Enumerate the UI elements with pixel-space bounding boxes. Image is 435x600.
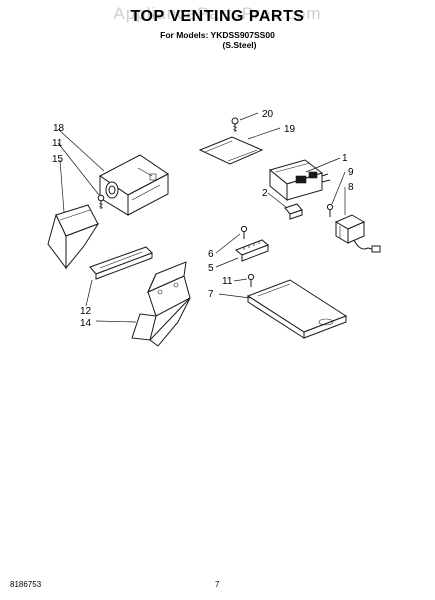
part-7-vent-channel <box>246 279 348 339</box>
part-12-strip <box>89 246 153 280</box>
part-11-screw-lower <box>247 273 255 287</box>
part-18-housing <box>99 154 169 216</box>
callout-1: 1 <box>342 153 348 164</box>
part-8-transformer <box>334 214 381 253</box>
leader-lines <box>57 112 346 323</box>
callout-6: 6 <box>208 249 214 260</box>
part-2-switch <box>284 203 303 220</box>
page-number: 7 <box>215 580 220 589</box>
callout-11-lower: 11 <box>222 276 233 287</box>
part-1-blower-assembly <box>268 159 331 202</box>
finish-line: (S.Steel) <box>222 40 257 50</box>
part-15-duct <box>47 204 100 270</box>
callout-11-upper: 11 <box>52 138 63 149</box>
callout-12: 12 <box>80 306 92 317</box>
part-19-cover-plate <box>198 136 264 165</box>
part-11-screw-upper <box>97 194 105 209</box>
callout-20: 20 <box>262 109 274 120</box>
callout-7: 7 <box>208 289 214 300</box>
callout-labels: 20 19 18 11 15 1 9 2 8 6 5 11 7 12 14 <box>52 109 354 329</box>
callout-8: 8 <box>348 182 354 193</box>
callout-2: 2 <box>262 188 268 199</box>
callout-9: 9 <box>348 167 354 178</box>
part-20-screw <box>231 117 239 132</box>
callout-5: 5 <box>208 263 214 274</box>
document-number: 8186753 <box>10 580 42 589</box>
callout-19: 19 <box>284 124 296 135</box>
callout-14: 14 <box>80 318 92 329</box>
part-6-screw <box>240 225 248 239</box>
watermark: AppliancePartsPros.com <box>113 4 322 23</box>
part-14-deflector <box>131 261 191 347</box>
models-line: For Models: YKDSS907SS00 <box>160 30 275 40</box>
callout-18: 18 <box>53 123 65 134</box>
part-5-terminal-block <box>235 239 269 262</box>
callout-15: 15 <box>52 154 64 165</box>
part-9-screw <box>326 203 334 217</box>
page-title: TOP VENTING PARTS <box>130 8 305 25</box>
